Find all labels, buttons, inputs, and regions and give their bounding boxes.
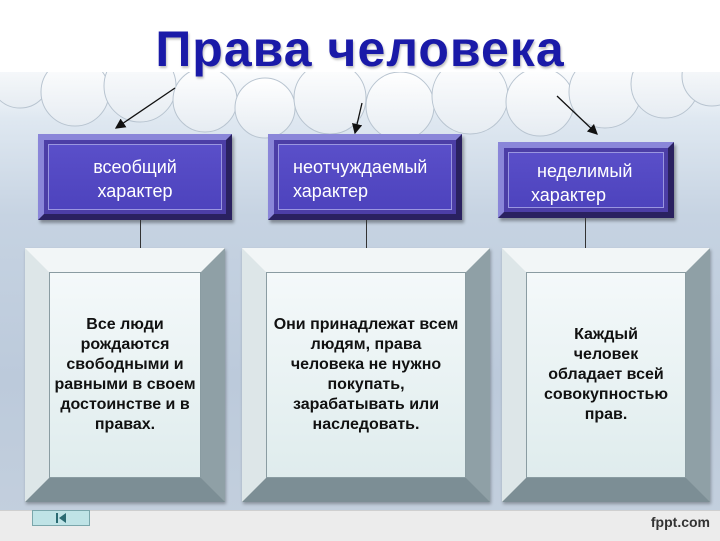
header-line-2: характер: [97, 181, 173, 201]
principle-header-inalienable: неотчуждаемый характер: [268, 134, 462, 220]
header-line-1: неотчуждаемый: [293, 157, 428, 177]
description-frame-inalienable: Они принадлежат всем людям, права челове…: [242, 248, 490, 502]
header-line-1: всеобщий: [93, 157, 177, 177]
brand-label: fppt.com: [650, 514, 710, 530]
description-frame-universal: Все люди рождаются свободными и равными …: [25, 248, 225, 502]
description-text: Все люди рождаются свободными и равными …: [54, 316, 196, 433]
back-to-start-icon: [56, 513, 66, 523]
header-line-2: характер: [531, 185, 606, 205]
connector-line: [140, 220, 141, 248]
header-line-2: характер: [293, 181, 368, 201]
principle-header-universal: всеобщий характер: [38, 134, 232, 220]
description-frame-indivisible: Каждый человек обладает всей совокупност…: [502, 248, 710, 502]
header-line-1: неделимый: [537, 161, 633, 181]
principle-header-indivisible: неделимый характер: [498, 142, 674, 218]
cloud-banner: [0, 0, 720, 141]
connector-line: [366, 220, 367, 248]
footer-bar: [0, 510, 720, 541]
description-text: Они принадлежат всем людям, права челове…: [273, 316, 459, 433]
back-to-start-button[interactable]: [32, 510, 90, 526]
connector-line: [585, 218, 586, 248]
slide-title: Права человека: [155, 21, 565, 77]
description-text: Каждый человек обладает всей совокупност…: [543, 326, 669, 423]
